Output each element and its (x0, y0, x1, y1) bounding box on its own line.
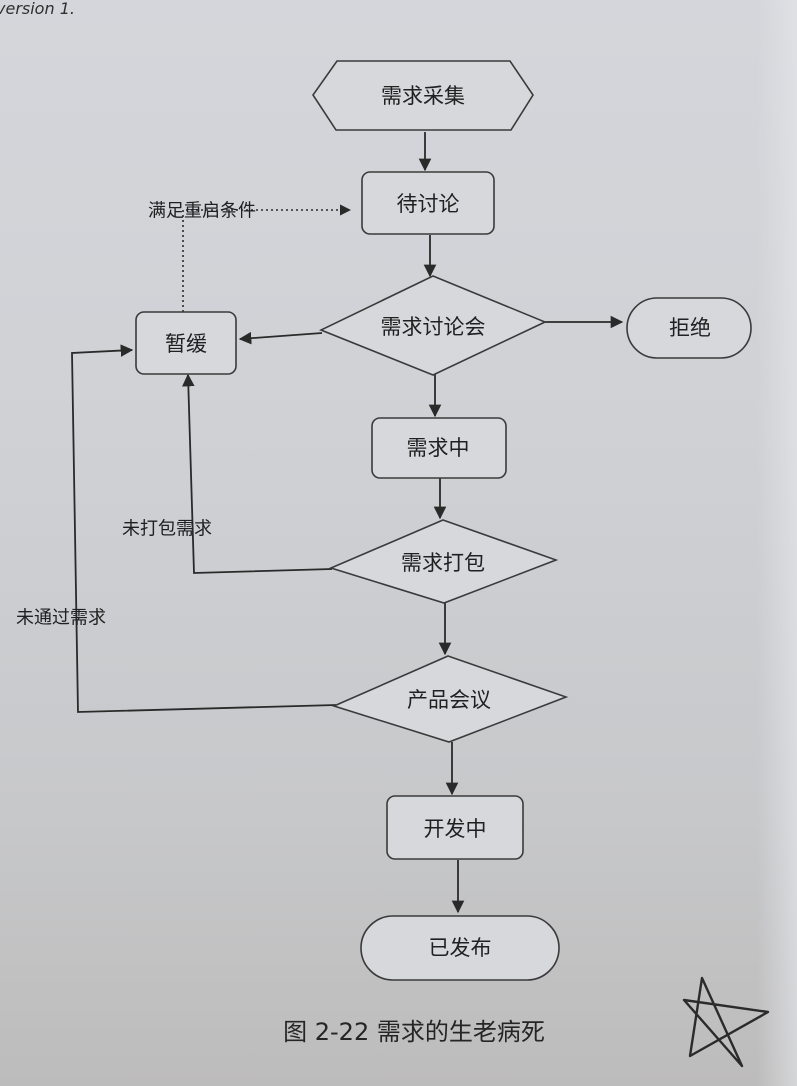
node-in-progress: 需求中 (371, 417, 507, 479)
terminal-shape (626, 297, 752, 359)
node-label: 拒绝 (669, 316, 711, 340)
node-label: 待讨论 (397, 192, 460, 216)
figure-caption: 图 2-22 需求的生老病死 (283, 1018, 545, 1046)
decision-diamond (331, 655, 569, 743)
edge-product-meeting-to-postpone (71, 344, 337, 713)
node-label: 暂缓 (165, 332, 207, 356)
node-label: 需求采集 (381, 84, 465, 108)
edge-label-unpacked: 未打包需求 (122, 519, 212, 540)
node-label: 需求打包 (401, 551, 485, 575)
process-box (361, 171, 495, 235)
star-doodle-icon (682, 976, 770, 1068)
edge-review-to-postpone (238, 331, 323, 345)
node-pending: 待讨论 (361, 171, 495, 235)
node-review: 需求讨论会 (319, 275, 547, 376)
node-collect: 需求采集 (312, 60, 534, 131)
page-edge-shadow (757, 0, 797, 1086)
hexagon-shape (312, 60, 534, 131)
edge-package-to-postpone (182, 373, 333, 574)
node-label: 已发布 (429, 936, 492, 960)
terminal-shape (360, 915, 560, 981)
node-package: 需求打包 (328, 519, 559, 604)
node-label: 需求讨论会 (381, 315, 486, 339)
process-box (371, 417, 507, 479)
node-postpone: 暂缓 (135, 311, 237, 375)
edge-postpone-to-pending (182, 204, 352, 312)
decision-diamond (328, 519, 559, 604)
version-label: version 1. (0, 0, 75, 18)
node-label: 产品会议 (407, 688, 491, 712)
edges (71, 132, 624, 914)
node-label: 需求中 (407, 436, 470, 460)
node-label: 开发中 (424, 817, 487, 841)
process-box (135, 311, 237, 375)
edge-label-rejected: 未通过需求 (16, 608, 106, 629)
edge-label-restart: 满足重启条件 (148, 201, 256, 222)
node-product-meeting: 产品会议 (331, 655, 569, 743)
node-released: 已发布 (360, 915, 560, 981)
node-developing: 开发中 (386, 795, 524, 860)
process-box (386, 795, 524, 860)
node-reject: 拒绝 (626, 297, 752, 359)
decision-diamond (319, 275, 547, 376)
